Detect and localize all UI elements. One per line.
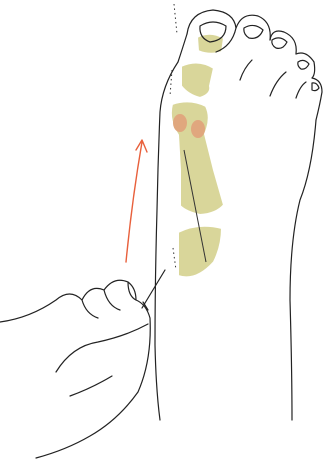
hallux-bones <box>171 34 224 278</box>
instrument <box>142 270 165 310</box>
arrow-up-icon <box>126 140 147 262</box>
hand-outline <box>0 280 150 458</box>
third-toe-nail <box>272 38 287 48</box>
medial-foot-edge <box>155 34 187 420</box>
sesamoid-lateral <box>191 120 205 138</box>
sesamoid-medial <box>173 114 187 132</box>
second-toe-outline <box>236 15 270 40</box>
finger-creases <box>82 282 136 318</box>
toe-creases <box>240 60 306 98</box>
proximal-phalanx-bone <box>181 62 214 98</box>
reference-dotted-line <box>170 4 177 270</box>
fourth-toe-nail <box>298 60 309 69</box>
fifth-toe-nail <box>312 83 319 91</box>
thumb-outline <box>56 324 148 396</box>
lateral-foot-edge <box>290 120 316 420</box>
second-toe-nail <box>244 25 263 38</box>
hand-icon <box>0 270 165 458</box>
third-toe-outline <box>270 31 296 54</box>
